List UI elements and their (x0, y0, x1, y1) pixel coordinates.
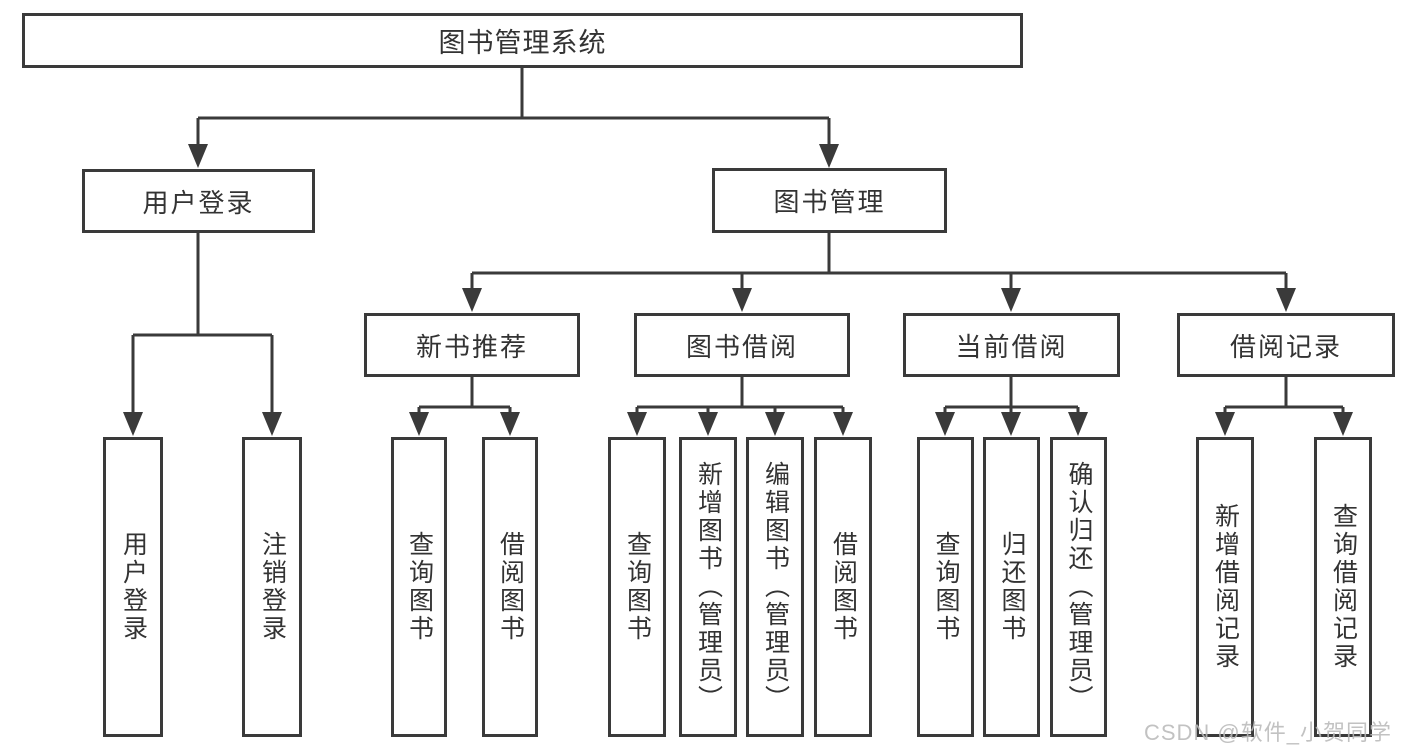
leaf-borrow-books-borrowing: 借阅图书 (814, 437, 872, 737)
connector-user-login-branch (131, 233, 274, 414)
connector-borrowing-records-branch (1223, 377, 1345, 414)
leaf-return-books: 归还图书 (983, 437, 1040, 737)
node-borrowing-records: 借阅记录 (1177, 313, 1395, 377)
node-book-borrowing: 图书借阅 (634, 313, 850, 377)
leaf-borrow-books-recommend: 借阅图书 (482, 437, 538, 737)
leaf-query-books-borrowing: 查询图书 (608, 437, 666, 737)
connector-book-management-branch (470, 233, 1288, 290)
connector-root-to-level2 (196, 68, 831, 146)
node-current-borrowing: 当前借阅 (903, 313, 1120, 377)
csdn-watermark: CSDN @软件_小贺同学 (1143, 720, 1392, 745)
connector-book-borrowing-branch (635, 377, 845, 414)
leaf-user-login: 用户登录 (103, 437, 163, 737)
node-new-book-recommend: 新书推荐 (364, 313, 580, 377)
leaf-edit-book-admin: 编辑图书（管理员） (746, 437, 804, 737)
node-library-system: 图书管理系统 (22, 13, 1023, 68)
leaf-query-books-recommend: 查询图书 (391, 437, 447, 737)
arrowheads (123, 144, 1353, 436)
connector-new-book-branch (417, 377, 512, 414)
leaf-add-borrow-record: 新增借阅记录 (1196, 437, 1254, 737)
node-user-login: 用户登录 (82, 169, 315, 233)
node-book-management: 图书管理 (712, 168, 947, 233)
leaf-add-book-admin: 新增图书（管理员） (679, 437, 737, 737)
leaf-logout: 注销登录 (242, 437, 302, 737)
leaf-query-books-current: 查询图书 (917, 437, 974, 737)
leaf-query-borrow-record: 查询借阅记录 (1314, 437, 1372, 737)
connector-current-borrowing-branch (943, 377, 1080, 414)
leaf-confirm-return-admin: 确认归还（管理员） (1050, 437, 1107, 737)
